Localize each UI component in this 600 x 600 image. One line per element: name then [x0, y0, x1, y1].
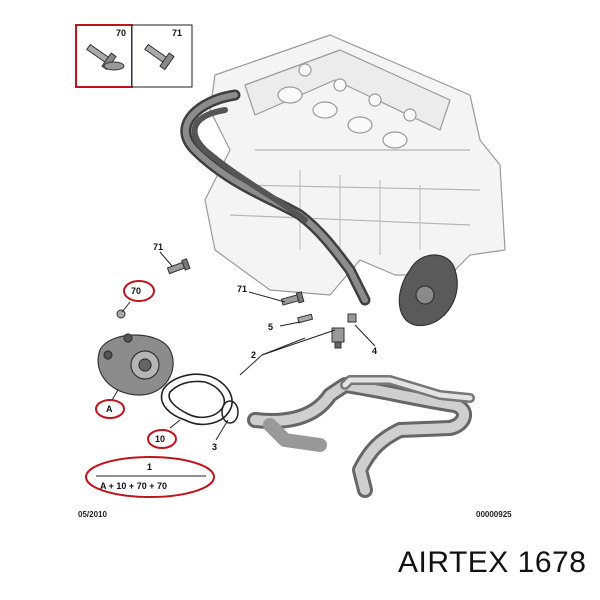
pump-gasket [160, 373, 233, 426]
o-ring [221, 400, 239, 424]
leader-lines [111, 251, 376, 441]
highlight-circle-A [95, 399, 125, 419]
bolt-icon [116, 258, 357, 349]
engine-block-illustration [204, 34, 506, 327]
label-10: 10 [155, 434, 165, 444]
water-pump [97, 333, 174, 396]
inset-label-71: 71 [172, 28, 182, 38]
highlight-circle-70 [123, 280, 155, 302]
fastener-inset [75, 24, 193, 88]
label-5: 5 [268, 322, 273, 332]
label-70: 70 [131, 286, 141, 296]
label-2: 2 [251, 350, 256, 360]
diagram-ref-code: 00000925 [476, 510, 512, 519]
label-A: A [106, 404, 113, 414]
label-71-mid: 71 [237, 284, 247, 294]
inset-label-70: 70 [116, 28, 126, 38]
coolant-pipe-upper [180, 89, 371, 306]
brand-part-number: AIRTEX 1678 [398, 546, 587, 579]
kit-number: 1 [147, 462, 152, 472]
kit-highlight-oval [85, 456, 215, 498]
diagram-date: 05/2010 [78, 510, 107, 519]
highlight-circle-10 [147, 429, 177, 449]
kit-formula: A + 10 + 70 + 70 [100, 481, 167, 491]
coolant-pipe-lower [247, 375, 475, 498]
label-4: 4 [372, 346, 377, 356]
label-3: 3 [212, 442, 217, 452]
label-71-upper: 71 [153, 242, 163, 252]
